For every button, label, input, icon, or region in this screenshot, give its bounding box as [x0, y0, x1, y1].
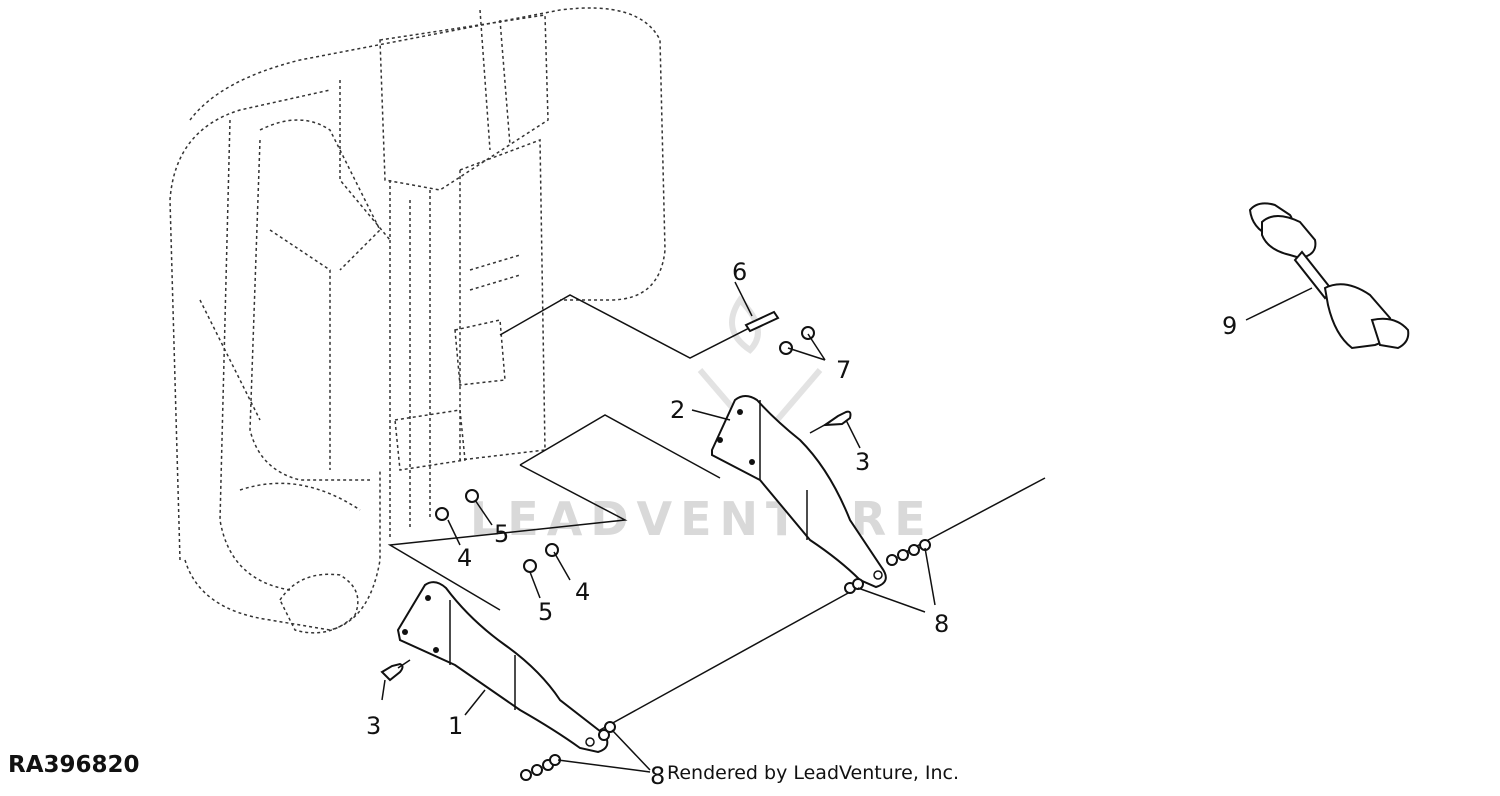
- callout-8: 8: [934, 610, 949, 638]
- callout-2: 2: [670, 396, 685, 424]
- bracket-right: [711, 395, 887, 589]
- callout-3: 3: [366, 712, 381, 740]
- figure-reference-code: RA396820: [8, 752, 140, 778]
- pin-icon: [744, 310, 780, 333]
- nut-stack-icon: [520, 721, 616, 781]
- clip-icon: [779, 326, 815, 355]
- bracket-left: [396, 581, 609, 754]
- callout-7: 7: [836, 356, 851, 384]
- callout-4: 4: [575, 578, 590, 606]
- callout-5: 5: [494, 520, 509, 548]
- render-credit: Rendered by LeadVenture, Inc.: [667, 762, 959, 784]
- machine-outline: [169, 7, 666, 634]
- callout-8: 8: [650, 762, 665, 790]
- drive-shaft-icon: [1248, 202, 1410, 350]
- bolt-icon: [380, 659, 411, 682]
- callout-4: 4: [457, 544, 472, 572]
- callout-3: 3: [855, 448, 870, 476]
- callout-5: 5: [538, 598, 553, 626]
- callout-9: 9: [1222, 312, 1237, 340]
- bolt-icon: [809, 410, 852, 434]
- watermark-text: LEADVENTURE: [470, 492, 934, 546]
- leader-lines: [381, 281, 1313, 773]
- callout-6: 6: [732, 258, 747, 286]
- callout-1: 1: [448, 712, 463, 740]
- nut-stack-icon: [844, 539, 931, 594]
